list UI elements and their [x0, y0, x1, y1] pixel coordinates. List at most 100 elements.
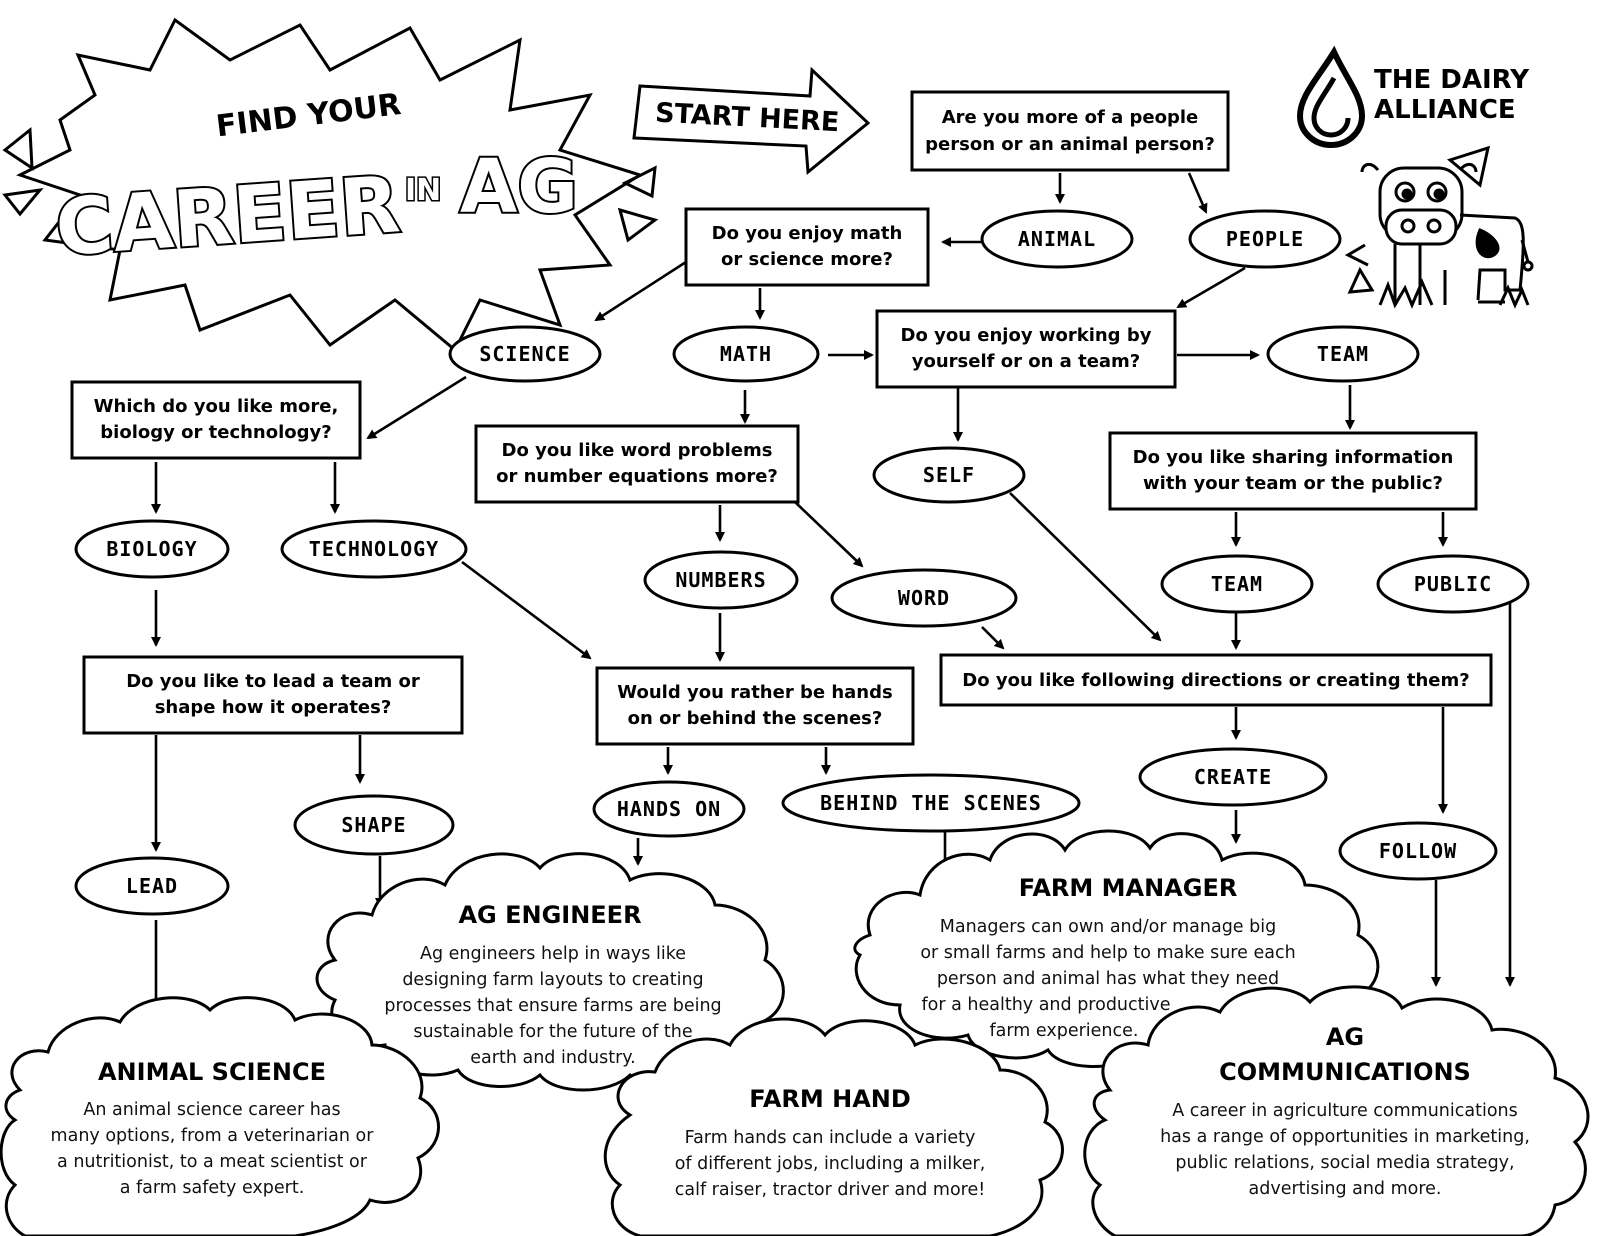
career-title: FARM HAND	[749, 1085, 911, 1113]
answer-label: SCIENCE	[479, 342, 570, 366]
title-ag: AG	[460, 144, 578, 230]
answer-biology: BIOLOGY	[74, 519, 230, 579]
question-text: or science more?	[721, 249, 893, 270]
career-title: ANIMAL SCIENCE	[98, 1058, 326, 1086]
question-box-people-animal: Are you more of a people person or an an…	[910, 90, 1230, 172]
career-desc: of different jobs, including a milker,	[675, 1154, 986, 1174]
career-desc: sustainable for the future of the	[413, 1022, 692, 1042]
career-desc: has a range of opportunities in marketin…	[1160, 1127, 1530, 1147]
question-text: shape how it operates?	[155, 697, 392, 718]
answer-team-2: TEAM	[1160, 554, 1314, 614]
question-text: on or behind the scenes?	[628, 708, 883, 729]
question-text: Do you enjoy working by	[901, 325, 1152, 346]
answer-label: BIOLOGY	[106, 537, 197, 561]
answer-math: MATH	[672, 325, 820, 383]
question-text: with your team or the public?	[1143, 473, 1443, 494]
title-in: IN	[405, 173, 441, 208]
career-desc: processes that ensure farms are being	[384, 996, 721, 1016]
answer-self: SELF	[872, 446, 1026, 504]
career-desc: a nutritionist, to a meat scientist or	[57, 1152, 368, 1172]
answer-label: SHAPE	[341, 813, 406, 837]
career-desc: person and animal has what they need	[937, 969, 1279, 989]
question-box-follow-create: Do you like following directions or crea…	[939, 653, 1493, 707]
answer-team-1: TEAM	[1266, 325, 1420, 383]
answer-label: MATH	[720, 342, 772, 366]
question-text: Are you more of a people	[942, 107, 1199, 128]
brand-line1: THE DAIRY	[1374, 65, 1530, 95]
career-cloud-ag-communications: AG COMMUNICATIONS A career in agricultur…	[1083, 985, 1590, 1236]
answer-create: CREATE	[1138, 747, 1328, 807]
answer-label: PUBLIC	[1414, 572, 1492, 596]
question-box-bio-tech: Which do you like more, biology or techn…	[70, 380, 362, 460]
answer-label: PEOPLE	[1226, 227, 1304, 251]
career-title: FARM MANAGER	[1019, 874, 1238, 902]
question-text: or number equations more?	[496, 466, 778, 487]
answer-animal: ANIMAL	[980, 209, 1134, 269]
answer-label: LEAD	[126, 874, 178, 898]
question-text: Do you like word problems	[502, 440, 773, 461]
decor-triangles	[2, 127, 659, 243]
career-desc: An animal science career has	[83, 1100, 340, 1120]
answer-label: TEAM	[1317, 342, 1369, 366]
career-cloud-farm-hand: FARM HAND Farm hands can include a varie…	[603, 1017, 1064, 1236]
answer-lead: LEAD	[74, 856, 230, 916]
question-box-self-team: Do you enjoy working by yourself or on a…	[875, 309, 1177, 389]
answer-technology: TECHNOLOGY	[280, 519, 468, 579]
career-desc: advertising and more.	[1249, 1179, 1442, 1199]
career-cloud-animal-science: ANIMAL SCIENCE An animal science career …	[0, 996, 440, 1236]
answer-shape: SHAPE	[293, 794, 455, 856]
career-desc: or small farms and help to make sure eac…	[920, 943, 1295, 963]
answer-label: TECHNOLOGY	[309, 537, 439, 561]
question-text: Would you rather be hands	[617, 682, 892, 703]
answer-people: PEOPLE	[1188, 209, 1342, 269]
answer-label: NUMBERS	[675, 568, 766, 592]
career-desc: Ag engineers help in ways like	[420, 944, 686, 964]
brand-logo: THE DAIRY ALLIANCE	[1296, 45, 1530, 149]
question-box-share-team-public: Do you like sharing information with you…	[1108, 431, 1478, 511]
career-desc: Managers can own and/or manage big	[940, 917, 1276, 937]
question-text: Do you like sharing information	[1133, 447, 1454, 468]
career-desc: farm experience.	[990, 1021, 1139, 1041]
career-desc: many options, from a veterinarian or	[51, 1126, 375, 1146]
answer-label: SELF	[923, 463, 975, 487]
question-box-lead-shape: Do you like to lead a team or shape how …	[82, 655, 464, 735]
answer-word: WORD	[830, 568, 1018, 628]
question-text: Which do you like more,	[94, 396, 339, 417]
career-desc: Farm hands can include a variety	[685, 1128, 976, 1148]
career-desc: for a healthy and productive	[921, 995, 1170, 1015]
question-text: Do you enjoy math	[712, 223, 903, 244]
answer-science: SCIENCE	[448, 325, 602, 383]
answer-hands-on: HANDS ON	[592, 780, 746, 838]
brand-line2: ALLIANCE	[1374, 95, 1516, 125]
answer-label: WORD	[898, 586, 950, 610]
career-desc: A career in agriculture communications	[1172, 1101, 1518, 1121]
career-desc: public relations, social media strategy,	[1175, 1153, 1514, 1173]
career-title: COMMUNICATIONS	[1219, 1058, 1471, 1086]
career-desc: a farm safety expert.	[120, 1178, 305, 1198]
question-box-math-science: Do you enjoy math or science more?	[684, 207, 930, 287]
career-title: AG	[1326, 1023, 1364, 1051]
question-text: biology or technology?	[100, 422, 331, 443]
title-burst	[16, 17, 644, 353]
answer-public: PUBLIC	[1376, 554, 1530, 614]
career-desc: designing farm layouts to creating	[402, 970, 703, 990]
answer-numbers: NUMBERS	[643, 550, 799, 610]
career-desc: earth and industry.	[470, 1048, 635, 1068]
start-here-arrow: START HERE	[632, 66, 871, 175]
answer-label: HANDS ON	[617, 797, 721, 821]
dairy-drop-icon	[1296, 45, 1366, 149]
career-desc: calf raiser, tractor driver and more!	[675, 1180, 986, 1200]
answer-label: BEHIND THE SCENES	[820, 791, 1042, 815]
career-cloud-ag-engineer: AG ENGINEER Ag engineers help in ways li…	[315, 852, 785, 1092]
answer-label: FOLLOW	[1379, 839, 1457, 863]
flow-arrows	[151, 172, 1515, 1012]
answer-behind-the-scenes: BEHIND THE SCENES	[781, 773, 1081, 833]
answer-follow: FOLLOW	[1338, 821, 1498, 881]
answer-label: CREATE	[1194, 765, 1272, 789]
question-text: Do you like to lead a team or	[126, 671, 420, 692]
question-box-hands-behind: Would you rather be hands on or behind t…	[595, 666, 915, 746]
question-text: Do you like following directions or crea…	[962, 670, 1469, 691]
answer-label: TEAM	[1211, 572, 1263, 596]
question-text: person or an animal person?	[925, 134, 1215, 155]
